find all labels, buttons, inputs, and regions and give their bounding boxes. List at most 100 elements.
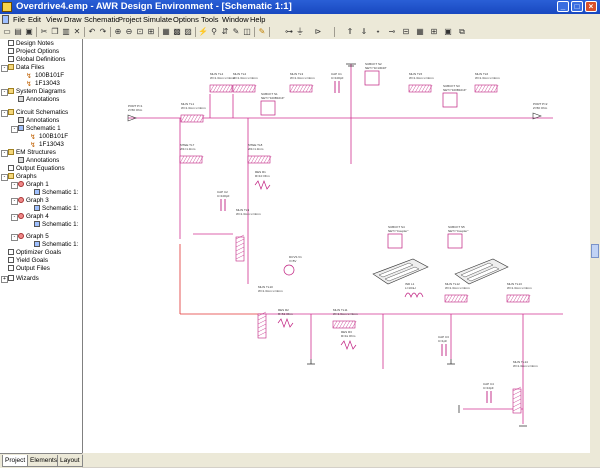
tune-icon[interactable]: ⇵: [221, 27, 229, 36]
up-icon[interactable]: ⇑: [346, 27, 354, 36]
menu-view[interactable]: View: [46, 15, 63, 24]
port-icon[interactable]: ⊳: [314, 27, 322, 36]
component-res[interactable]: RES R2R=51 Ohm: [277, 308, 294, 328]
open-icon[interactable]: ▤: [14, 27, 22, 36]
collapse-icon[interactable]: -: [1, 150, 8, 157]
scrollbar-thumb[interactable]: [591, 244, 599, 258]
menu-file[interactable]: File: [13, 15, 26, 24]
collapse-icon[interactable]: -: [1, 65, 8, 72]
menu-help[interactable]: Help: [250, 15, 266, 24]
collapse-icon[interactable]: -: [1, 110, 8, 117]
tile-icon[interactable]: ⧉: [459, 27, 465, 36]
collapse-icon[interactable]: -: [1, 174, 8, 181]
tree-item[interactable]: Annotations: [18, 117, 59, 124]
point-icon[interactable]: ⋆: [375, 27, 381, 36]
close-button[interactable]: ×: [585, 1, 597, 12]
zoom-out-icon[interactable]: ⊖: [125, 27, 133, 36]
tree-item[interactable]: Graphs: [8, 173, 37, 180]
component-res[interactable]: RES R3R=1k Ohm: [340, 330, 357, 350]
expand-icon[interactable]: +: [1, 276, 8, 283]
component-cap[interactable]: CAP C4C=10pF: [483, 382, 494, 403]
component-cap[interactable]: CAP C1C=100pF: [331, 72, 344, 93]
lock-icon[interactable]: ▩: [173, 27, 181, 36]
new-icon[interactable]: ▭: [3, 27, 11, 36]
yield-icon[interactable]: ◫: [243, 27, 251, 36]
menu-schematic[interactable]: Schematic: [84, 15, 120, 24]
menu-window[interactable]: Window: [222, 15, 249, 24]
minimize-button[interactable]: _: [557, 1, 569, 12]
tree-item[interactable]: Schematic 1:: [34, 189, 78, 196]
component-icon[interactable]: ▦: [162, 27, 170, 36]
view-all-icon[interactable]: ⊞: [147, 27, 155, 36]
tree-item[interactable]: Design Notes: [8, 40, 54, 47]
align-icon[interactable]: ⊞: [430, 27, 438, 36]
menu-options[interactable]: Options: [173, 15, 199, 24]
menu-edit[interactable]: Edit: [28, 15, 41, 24]
zoom-area-icon[interactable]: ⊡: [136, 27, 144, 36]
down-icon[interactable]: ⇓: [360, 27, 368, 36]
tree-item[interactable]: ↯1F13043: [30, 141, 64, 150]
tree-item[interactable]: Schematic 1: [18, 125, 61, 132]
tree-item[interactable]: ↯100B101F: [26, 72, 64, 81]
optimize-icon[interactable]: ✎: [232, 27, 240, 36]
collapse-icon[interactable]: -: [11, 234, 18, 241]
component-ind[interactable]: IND L1L=10nH: [404, 282, 424, 298]
collapse-icon[interactable]: -: [1, 89, 8, 96]
tree-item[interactable]: Output Files: [8, 265, 50, 272]
tree-item[interactable]: Schematic 1:: [34, 205, 78, 212]
collapse-icon[interactable]: -: [11, 214, 18, 221]
layout-icon[interactable]: ⊟: [402, 27, 410, 36]
layer-icon[interactable]: ▨: [184, 27, 192, 36]
copy-icon[interactable]: ❐: [51, 27, 59, 36]
component-cap[interactable]: CAP C2C=100pF: [217, 190, 230, 211]
cut-icon[interactable]: ✂: [40, 27, 48, 36]
collapse-icon[interactable]: -: [11, 198, 18, 205]
menu-draw[interactable]: Draw: [64, 15, 82, 24]
menu-tools[interactable]: Tools: [201, 15, 219, 24]
vertical-scrollbar[interactable]: [590, 39, 600, 453]
tree-item[interactable]: Schematic 1:: [34, 241, 78, 248]
tree-item[interactable]: Yield Goals: [8, 257, 48, 264]
doc-icon[interactable]: [2, 15, 9, 24]
save-icon[interactable]: ▣: [25, 27, 33, 36]
tree-item[interactable]: Schematic 1:: [34, 221, 78, 228]
tree-item[interactable]: Optimizer Goals: [8, 249, 61, 256]
tree-item[interactable]: Graph 5: [18, 233, 49, 240]
tree-item[interactable]: Graph 3: [18, 197, 49, 204]
tree-item[interactable]: Global Definitions: [8, 56, 65, 63]
wire-icon[interactable]: ⊶: [285, 27, 293, 36]
grid-icon[interactable]: ▦: [416, 27, 424, 36]
tab-layout[interactable]: Layout: [57, 455, 83, 467]
tree-item[interactable]: Annotations: [18, 96, 59, 103]
menu-simulate[interactable]: Simulate: [143, 15, 173, 24]
tree-item[interactable]: EM Structures: [8, 149, 56, 156]
delete-icon[interactable]: ✕: [73, 27, 81, 36]
note-icon[interactable]: ✎: [258, 27, 266, 36]
tree-item[interactable]: Data Files: [8, 64, 44, 71]
tree-item[interactable]: Graph 4: [18, 213, 49, 220]
collapse-icon[interactable]: -: [11, 126, 18, 133]
tree-item[interactable]: Output Equations: [8, 165, 65, 172]
tree-item[interactable]: Annotations: [18, 157, 59, 164]
tree-item[interactable]: Circuit Schematics: [8, 109, 68, 116]
tree-item[interactable]: ↯1F13043: [26, 80, 60, 89]
tab-elements[interactable]: Elements: [27, 455, 61, 467]
